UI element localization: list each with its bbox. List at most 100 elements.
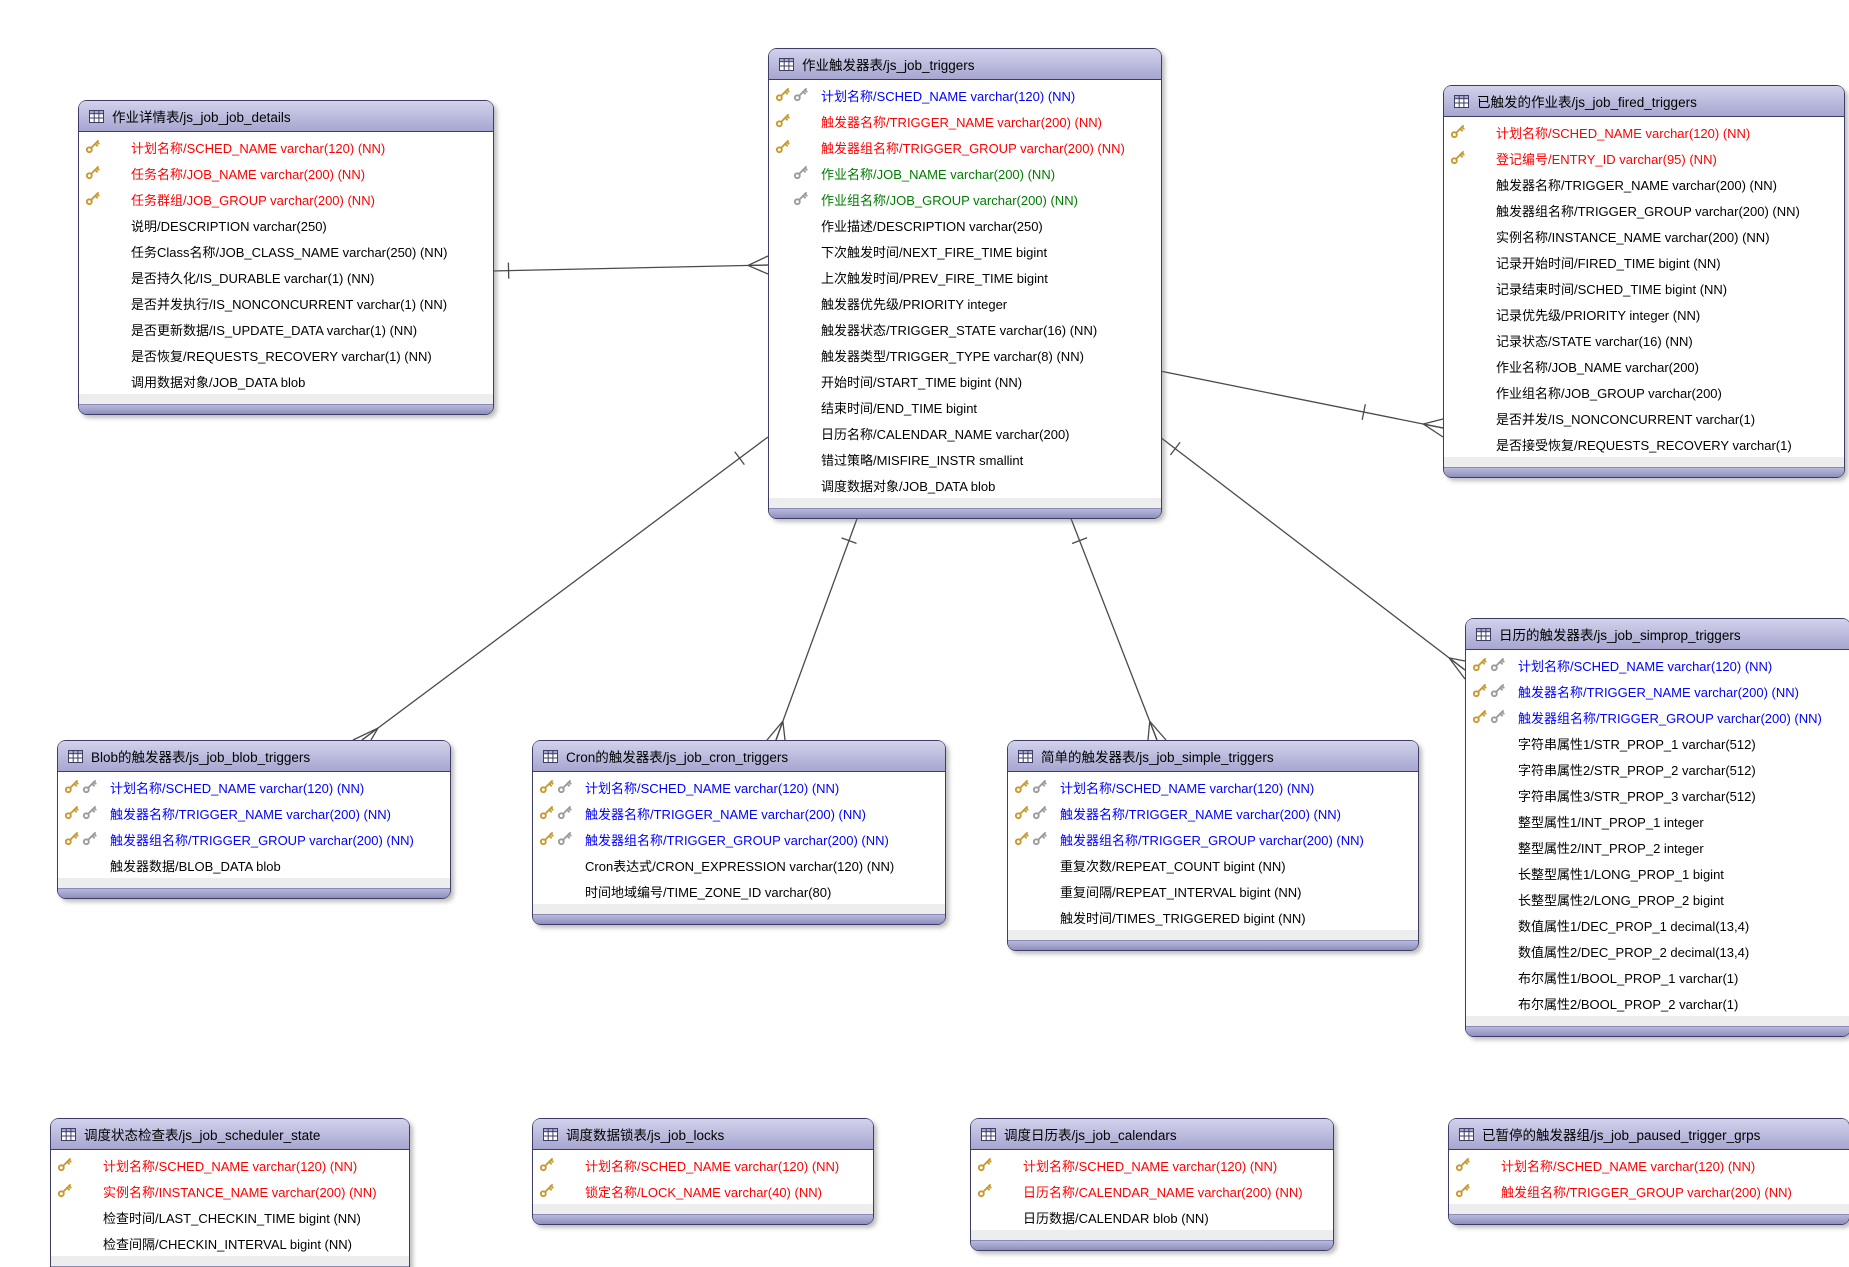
relationship-triggers-to-simprop-triggers[interactable] — [1159, 436, 1466, 680]
field-row-js_job_simprop_triggers-12[interactable]: 布尔属性1/BOOL_PROP_1 varchar(1) — [1466, 964, 1849, 990]
field-row-js_job_triggers-15[interactable]: 调度数据对象/JOB_DATA blob — [769, 472, 1161, 498]
field-row-js_job_fired_triggers-1[interactable]: 登记编号/ENTRY_ID varchar(95) (NN) — [1444, 145, 1844, 171]
entity-header[interactable]: 调度数据锁表/js_job_locks — [533, 1119, 873, 1150]
relationship-triggers-to-blob-triggers[interactable] — [352, 436, 769, 741]
relationship-triggers-to-fired-triggers[interactable] — [1159, 370, 1444, 438]
field-row-js_job_fired_triggers-12[interactable]: 是否接受恢复/REQUESTS_RECOVERY varchar(1) — [1444, 431, 1844, 457]
field-row-js_job_simprop_triggers-4[interactable]: 字符串属性2/STR_PROP_2 varchar(512) — [1466, 756, 1849, 782]
field-row-js_job_simprop_triggers-11[interactable]: 数值属性2/DEC_PROP_2 decimal(13,4) — [1466, 938, 1849, 964]
field-row-js_job_simple_triggers-0[interactable]: 计划名称/SCHED_NAME varchar(120) (NN) — [1008, 774, 1418, 800]
field-row-js_job_simple_triggers-5[interactable]: 触发时间/TIMES_TRIGGERED bigint (NN) — [1008, 904, 1418, 930]
entity-header[interactable]: 已触发的作业表/js_job_fired_triggers — [1444, 86, 1844, 117]
field-row-js_job_triggers-6[interactable]: 下次触发时间/NEXT_FIRE_TIME bigint — [769, 238, 1161, 264]
field-row-js_job_simprop_triggers-0[interactable]: 计划名称/SCHED_NAME varchar(120) (NN) — [1466, 652, 1849, 678]
field-row-js_job_job_details-5[interactable]: 是否持久化/IS_DURABLE varchar(1) (NN) — [79, 264, 493, 290]
entity-header[interactable]: 调度日历表/js_job_calendars — [971, 1119, 1333, 1150]
field-row-js_job_job_details-4[interactable]: 任务Class名称/JOB_CLASS_NAME varchar(250) (N… — [79, 238, 493, 264]
entity-header[interactable]: 简单的触发器表/js_job_simple_triggers — [1008, 741, 1418, 772]
field-row-js_job_cron_triggers-0[interactable]: 计划名称/SCHED_NAME varchar(120) (NN) — [533, 774, 945, 800]
field-row-js_job_simprop_triggers-10[interactable]: 数值属性1/DEC_PROP_1 decimal(13,4) — [1466, 912, 1849, 938]
field-row-js_job_job_details-1[interactable]: 任务名称/JOB_NAME varchar(200) (NN) — [79, 160, 493, 186]
field-row-js_job_simple_triggers-2[interactable]: 触发器组名称/TRIGGER_GROUP varchar(200) (NN) — [1008, 826, 1418, 852]
field-row-js_job_triggers-12[interactable]: 结束时间/END_TIME bigint — [769, 394, 1161, 420]
field-row-js_job_paused_trigger_grps-1[interactable]: 触发组名称/TRIGGER_GROUP varchar(200) (NN) — [1449, 1178, 1849, 1204]
field-row-js_job_triggers-10[interactable]: 触发器类型/TRIGGER_TYPE varchar(8) (NN) — [769, 342, 1161, 368]
field-row-js_job_calendars-2[interactable]: 日历数据/CALENDAR blob (NN) — [971, 1204, 1333, 1230]
field-row-js_job_fired_triggers-10[interactable]: 作业组名称/JOB_GROUP varchar(200) — [1444, 379, 1844, 405]
field-row-js_job_simprop_triggers-7[interactable]: 整型属性2/INT_PROP_2 integer — [1466, 834, 1849, 860]
field-row-js_job_simprop_triggers-9[interactable]: 长整型属性2/LONG_PROP_2 bigint — [1466, 886, 1849, 912]
field-row-js_job_locks-1[interactable]: 锁定名称/LOCK_NAME varchar(40) (NN) — [533, 1178, 873, 1204]
field-row-js_job_fired_triggers-6[interactable]: 记录结束时间/SCHED_TIME bigint (NN) — [1444, 275, 1844, 301]
field-row-js_job_simple_triggers-1[interactable]: 触发器名称/TRIGGER_NAME varchar(200) (NN) — [1008, 800, 1418, 826]
field-row-js_job_calendars-0[interactable]: 计划名称/SCHED_NAME varchar(120) (NN) — [971, 1152, 1333, 1178]
field-row-js_job_simprop_triggers-3[interactable]: 字符串属性1/STR_PROP_1 varchar(512) — [1466, 730, 1849, 756]
field-row-js_job_cron_triggers-3[interactable]: Cron表达式/CRON_EXPRESSION varchar(120) (NN… — [533, 852, 945, 878]
field-row-js_job_job_details-7[interactable]: 是否更新数据/IS_UPDATE_DATA varchar(1) (NN) — [79, 316, 493, 342]
entity-header[interactable]: 日历的触发器表/js_job_simprop_triggers — [1466, 619, 1849, 650]
field-row-js_job_simprop_triggers-2[interactable]: 触发器组名称/TRIGGER_GROUP varchar(200) (NN) — [1466, 704, 1849, 730]
field-row-js_job_job_details-6[interactable]: 是否并发执行/IS_NONCONCURRENT varchar(1) (NN) — [79, 290, 493, 316]
field-row-js_job_triggers-5[interactable]: 作业描述/DESCRIPTION varchar(250) — [769, 212, 1161, 238]
field-row-js_job_scheduler_state-1[interactable]: 实例名称/INSTANCE_NAME varchar(200) (NN) — [51, 1178, 409, 1204]
field-row-js_job_fired_triggers-0[interactable]: 计划名称/SCHED_NAME varchar(120) (NN) — [1444, 119, 1844, 145]
field-row-js_job_fired_triggers-5[interactable]: 记录开始时间/FIRED_TIME bigint (NN) — [1444, 249, 1844, 275]
field-row-js_job_cron_triggers-4[interactable]: 时间地域编号/TIME_ZONE_ID varchar(80) — [533, 878, 945, 904]
field-row-js_job_triggers-2[interactable]: 触发器组名称/TRIGGER_GROUP varchar(200) (NN) — [769, 134, 1161, 160]
field-row-js_job_simprop_triggers-8[interactable]: 长整型属性1/LONG_PROP_1 bigint — [1466, 860, 1849, 886]
field-row-js_job_blob_triggers-0[interactable]: 计划名称/SCHED_NAME varchar(120) (NN) — [58, 774, 450, 800]
entity-header[interactable]: 作业详情表/js_job_job_details — [79, 101, 493, 132]
field-row-js_job_triggers-3[interactable]: 作业名称/JOB_NAME varchar(200) (NN) — [769, 160, 1161, 186]
field-row-js_job_simprop_triggers-5[interactable]: 字符串属性3/STR_PROP_3 varchar(512) — [1466, 782, 1849, 808]
field-row-js_job_triggers-9[interactable]: 触发器状态/TRIGGER_STATE varchar(16) (NN) — [769, 316, 1161, 342]
field-row-js_job_triggers-1[interactable]: 触发器名称/TRIGGER_NAME varchar(200) (NN) — [769, 108, 1161, 134]
entity-header[interactable]: 作业触发器表/js_job_triggers — [769, 49, 1161, 80]
field-row-js_job_fired_triggers-4[interactable]: 实例名称/INSTANCE_NAME varchar(200) (NN) — [1444, 223, 1844, 249]
field-row-js_job_fired_triggers-2[interactable]: 触发器名称/TRIGGER_NAME varchar(200) (NN) — [1444, 171, 1844, 197]
field-row-js_job_job_details-0[interactable]: 计划名称/SCHED_NAME varchar(120) (NN) — [79, 134, 493, 160]
relationship-triggers-to-simple-triggers[interactable] — [1069, 515, 1167, 741]
field-row-js_job_triggers-14[interactable]: 错过策略/MISFIRE_INSTR smallint — [769, 446, 1161, 472]
field-row-js_job_job_details-9[interactable]: 调用数据对象/JOB_DATA blob — [79, 368, 493, 394]
entity-header[interactable]: Blob的触发器表/js_job_blob_triggers — [58, 741, 450, 772]
field-row-js_job_scheduler_state-3[interactable]: 检查间隔/CHECKIN_INTERVAL bigint (NN) — [51, 1230, 409, 1256]
field-row-js_job_blob_triggers-3[interactable]: 触发器数据/BLOB_DATA blob — [58, 852, 450, 878]
field-row-js_job_triggers-4[interactable]: 作业组名称/JOB_GROUP varchar(200) (NN) — [769, 186, 1161, 212]
field-row-js_job_job_details-8[interactable]: 是否恢复/REQUESTS_RECOVERY varchar(1) (NN) — [79, 342, 493, 368]
field-row-js_job_triggers-7[interactable]: 上次触发时间/PREV_FIRE_TIME bigint — [769, 264, 1161, 290]
field-row-js_job_blob_triggers-2[interactable]: 触发器组名称/TRIGGER_GROUP varchar(200) (NN) — [58, 826, 450, 852]
field-row-js_job_scheduler_state-2[interactable]: 检查时间/LAST_CHECKIN_TIME bigint (NN) — [51, 1204, 409, 1230]
field-row-js_job_cron_triggers-1[interactable]: 触发器名称/TRIGGER_NAME varchar(200) (NN) — [533, 800, 945, 826]
field-row-js_job_triggers-13[interactable]: 日历名称/CALENDAR_NAME varchar(200) — [769, 420, 1161, 446]
field-row-js_job_blob_triggers-1[interactable]: 触发器名称/TRIGGER_NAME varchar(200) (NN) — [58, 800, 450, 826]
entity-header[interactable]: 调度状态检查表/js_job_scheduler_state — [51, 1119, 409, 1150]
field-row-js_job_fired_triggers-3[interactable]: 触发器组名称/TRIGGER_GROUP varchar(200) (NN) — [1444, 197, 1844, 223]
field-row-js_job_simprop_triggers-13[interactable]: 布尔属性2/BOOL_PROP_2 varchar(1) — [1466, 990, 1849, 1016]
field-row-js_job_paused_trigger_grps-0[interactable]: 计划名称/SCHED_NAME varchar(120) (NN) — [1449, 1152, 1849, 1178]
field-row-js_job_simprop_triggers-1[interactable]: 触发器名称/TRIGGER_NAME varchar(200) (NN) — [1466, 678, 1849, 704]
entity-header[interactable]: 已暂停的触发器组/js_job_paused_trigger_grps — [1449, 1119, 1849, 1150]
field-row-js_job_calendars-1[interactable]: 日历名称/CALENDAR_NAME varchar(200) (NN) — [971, 1178, 1333, 1204]
entity-header[interactable]: Cron的触发器表/js_job_cron_triggers — [533, 741, 945, 772]
field-row-js_job_fired_triggers-9[interactable]: 作业名称/JOB_NAME varchar(200) — [1444, 353, 1844, 379]
field-row-js_job_fired_triggers-8[interactable]: 记录状态/STATE varchar(16) (NN) — [1444, 327, 1844, 353]
field-row-js_job_cron_triggers-2[interactable]: 触发器组名称/TRIGGER_GROUP varchar(200) (NN) — [533, 826, 945, 852]
field-row-js_job_simple_triggers-3[interactable]: 重复次数/REPEAT_COUNT bigint (NN) — [1008, 852, 1418, 878]
field-row-js_job_triggers-11[interactable]: 开始时间/START_TIME bigint (NN) — [769, 368, 1161, 394]
field-row-js_job_triggers-8[interactable]: 触发器优先级/PRIORITY integer — [769, 290, 1161, 316]
field-row-js_job_fired_triggers-7[interactable]: 记录优先级/PRIORITY integer (NN) — [1444, 301, 1844, 327]
field-row-js_job_simprop_triggers-6[interactable]: 整型属性1/INT_PROP_1 integer — [1466, 808, 1849, 834]
field-row-js_job_triggers-0[interactable]: 计划名称/SCHED_NAME varchar(120) (NN) — [769, 82, 1161, 108]
field-row-js_job_scheduler_state-0[interactable]: 计划名称/SCHED_NAME varchar(120) (NN) — [51, 1152, 409, 1178]
